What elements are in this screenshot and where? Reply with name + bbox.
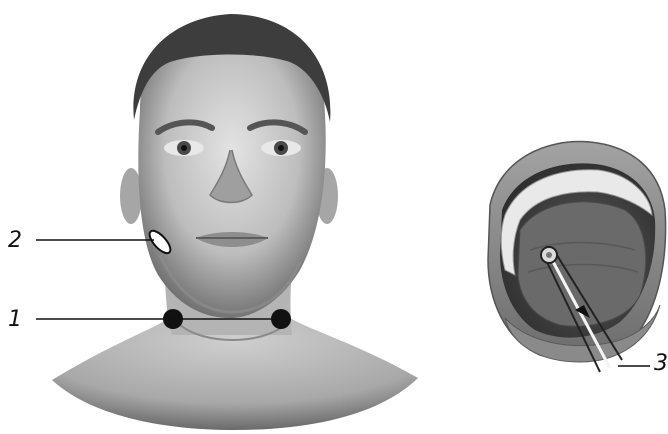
right-eye bbox=[261, 140, 301, 156]
head-illustration bbox=[52, 14, 418, 430]
left-eye bbox=[164, 140, 204, 156]
marker-label-3: 3 bbox=[654, 353, 668, 375]
mouth-illustration bbox=[488, 142, 666, 372]
marker-label-2: 2 bbox=[8, 230, 22, 252]
marker-label-1: 1 bbox=[8, 309, 22, 331]
